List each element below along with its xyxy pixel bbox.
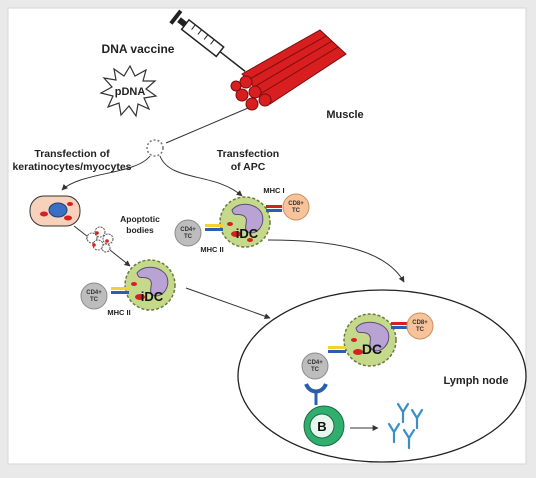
idc-upper: iDC [205,196,282,248]
transfection-right-line1: Transfection [217,148,279,160]
cd8-cell-upper: CD8+ TC [282,193,310,221]
cd4-lymph-line1: CD4+ [307,360,323,366]
apoptotic-label-line1: Apoptotic [120,214,160,224]
muscle-label: Muscle [326,109,363,121]
plasmid-label: pDNA [115,86,146,98]
cd4-cell-upper: CD4+ TC [174,219,202,247]
dc-label: DC [362,341,382,357]
apoptotic-bodies [86,226,114,253]
cd8-lymph-line2: TC [416,327,425,333]
idc-upper-label: iDC [236,226,259,241]
idc-lower-label: iDC [141,289,164,304]
cd4-cell-lower: CD4+ TC [80,282,108,310]
cd4-cell-lymph: CD4+ TC [301,352,329,380]
muscle-bundle [230,29,347,111]
cd4-lower-line2: TC [90,297,99,303]
dc-mature: DC [328,313,409,367]
idc-lower: iDC [111,259,176,311]
plasmid-particle-icon [146,139,164,157]
arrow-to-idc [109,249,131,267]
arrow-to-apc [159,155,243,197]
transfection-left-line2: keratinocytes/myocytes [12,161,131,173]
b-cell-label: B [317,419,326,434]
plasmid-starburst: pDNA [99,64,158,118]
arrow-lower-idc-to-lymph [185,287,271,320]
mhc2-label-upper: MHC II [200,245,223,254]
cd8-upper-line2: TC [292,208,301,214]
cd8-cell-lymph: CD8+ TC [406,312,434,340]
cd4-lower-line1: CD4+ [86,290,102,296]
connector-line [165,107,249,144]
cd8-lymph-line1: CD8+ [412,320,428,326]
arrow-idc-to-lymph [267,239,405,283]
title: DNA vaccine [102,42,175,56]
bcr-receptor [304,383,328,394]
apoptotic-label-line2: bodies [126,225,154,235]
cd4-lymph-line2: TC [311,367,320,373]
arrow-to-keratinocyte [61,155,151,191]
b-cell: B [303,405,345,447]
antibody-icon [387,402,424,450]
transfection-right-line2: of APC [231,161,266,173]
cd8-upper-line1: CD8+ [288,201,304,207]
transfected-cell [29,195,81,227]
syringe-icon [169,9,246,72]
mhc1-label-upper: MHC I [263,186,284,195]
mhc2-label-lower: MHC II [107,308,130,317]
transfection-left-line1: Transfection of [34,148,110,160]
cd4-upper-line1: CD4+ [180,227,196,233]
lymph-node-label: Lymph node [444,375,509,387]
cd4-upper-line2: TC [184,234,193,240]
